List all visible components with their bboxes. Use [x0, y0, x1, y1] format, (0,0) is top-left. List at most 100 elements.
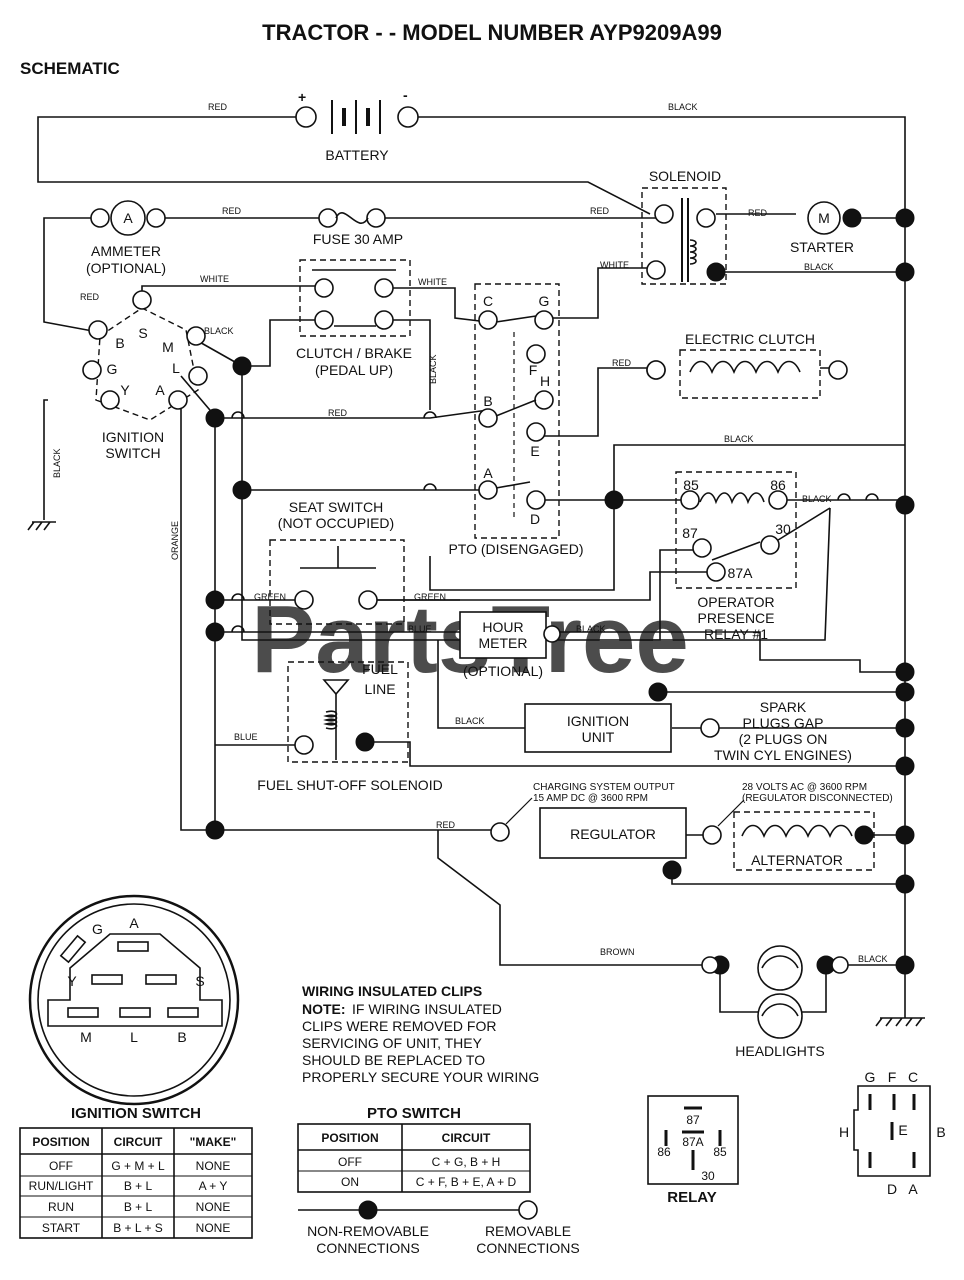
regulator-label: REGULATOR [570, 826, 656, 842]
starter-motor: M STARTER [790, 201, 862, 255]
face-letter-g: G [92, 921, 103, 937]
wire-crossovers [231, 360, 879, 633]
relay-label-1: OPERATOR [697, 594, 774, 610]
wire-labels: RED BLACK RED RED RED BLACK WHITE WHITE … [52, 102, 888, 964]
wire-label: RED [612, 358, 632, 368]
battery-plus: + [298, 89, 306, 105]
regulator: REGULATOR CHARGING SYSTEM OUTPUT 15 AMP … [490, 782, 893, 859]
relay-term-86: 86 [770, 477, 786, 493]
wire-label: WHITE [200, 274, 229, 284]
relay-term-87a: 87A [728, 565, 754, 581]
clips-line: SHOULD BE REPLACED TO [302, 1052, 485, 1068]
relay-pin: 30 [701, 1169, 715, 1183]
ignition-table-cell: A + Y [199, 1179, 228, 1193]
solenoid: SOLENOID [641, 168, 727, 285]
pto-face-letter: H [839, 1124, 849, 1140]
ignition-table-header: CIRCUIT [114, 1135, 163, 1149]
pto-table-header: POSITION [321, 1131, 378, 1145]
pto-face-letter: D [887, 1181, 897, 1197]
legend-non-removable: NON-REMOVABLE [307, 1223, 429, 1239]
ign-term-b: B [115, 335, 124, 351]
wire-label: BLACK [668, 102, 698, 112]
pto-term-a: A [483, 465, 493, 481]
ignition-table-cell: NONE [196, 1159, 231, 1173]
operator-presence-relay: 85 86 87 30 87A OPERATOR PRESENCE RELAY … [675, 471, 797, 642]
spark-label-3: (2 PLUGS ON [739, 731, 828, 747]
pto-term-e: E [530, 443, 539, 459]
ac-note-2: (REGULATOR DISCONNECTED) [742, 793, 893, 804]
ignition-unit-label-1: IGNITION [567, 713, 629, 729]
page-title: TRACTOR - - MODEL NUMBER AYP9209A99 [262, 20, 722, 45]
clips-line: IF WIRING INSULATED [352, 1001, 502, 1017]
pto-table-cell: C + F, B + E, A + D [416, 1175, 517, 1189]
ammeter-label: AMMETER [91, 243, 161, 259]
starter-symbol: M [818, 210, 830, 226]
relay-pin: 87 [686, 1113, 700, 1127]
wire-label: BLUE [408, 624, 432, 634]
pto-term-g: G [539, 293, 550, 309]
fuel-line-label-1: FUEL [362, 661, 398, 677]
ignition-table-cell: B + L [124, 1200, 153, 1214]
seat-switch-label: SEAT SWITCH [289, 499, 383, 515]
battery-label: BATTERY [325, 147, 389, 163]
ignition-table-cell: B + L + S [113, 1221, 163, 1235]
hour-meter-label-2: METER [479, 635, 528, 651]
clips-heading: WIRING INSULATED CLIPS [302, 983, 482, 999]
clutch-brake-switch: CLUTCH / BRAKE (PEDAL UP) [296, 259, 412, 378]
hour-meter-note: (OPTIONAL) [463, 663, 543, 679]
pto-switch-face: G F C H E B D A [839, 1069, 946, 1197]
ignition-table-cell: NONE [196, 1221, 231, 1235]
pto-term-d: D [530, 511, 540, 527]
ignition-switch-table: IGNITION SWITCH POSITION CIRCUIT "MAKE" … [19, 1105, 253, 1239]
ac-note-1: 28 VOLTS AC @ 3600 RPM [742, 782, 867, 793]
pto-term-f: F [529, 362, 538, 378]
relay-label-3: RELAY #1 [704, 626, 768, 642]
ammeter-note: (OPTIONAL) [86, 260, 166, 276]
spark-label-2: PLUGS GAP [743, 715, 824, 731]
fuel-shutoff-solenoid: FUEL LINE FUEL SHUT-OFF SOLENOID [257, 661, 442, 793]
pto-switch: C G F H B E A D PTO (DISENGAGED) [448, 283, 584, 557]
ignition-switch: S B M G Y A L IGNITION SWITCH [82, 290, 208, 461]
fuse-label: FUSE 30 AMP [313, 231, 403, 247]
fuse: FUSE 30 AMP [313, 208, 403, 247]
hour-meter: HOUR METER (OPTIONAL) [459, 611, 561, 679]
wire-label: GREEN [254, 592, 286, 602]
wire-label: RED [436, 820, 456, 830]
alternator: ALTERNATOR [733, 811, 875, 871]
clutch-brake-sub: (PEDAL UP) [315, 362, 393, 378]
legend-removable: REMOVABLE [485, 1223, 571, 1239]
face-letter-l: L [130, 1029, 138, 1045]
wire-label: WHITE [418, 277, 447, 287]
pto-label: PTO (DISENGAGED) [448, 541, 583, 557]
insulated-clips-note: WIRING INSULATED CLIPS NOTE: IF WIRING I… [302, 983, 539, 1085]
pto-face-letter: C [908, 1069, 918, 1085]
page-subtitle: SCHEMATIC [20, 59, 120, 78]
pto-table-cell: C + G, B + H [432, 1155, 501, 1169]
ignition-switch-label: IGNITION [102, 429, 164, 445]
face-letter-y: Y [67, 973, 77, 989]
wire-label: RED [590, 206, 610, 216]
headlights-label: HEADLIGHTS [735, 1043, 824, 1059]
wire-label: GREEN [414, 592, 446, 602]
ign-term-m: M [162, 339, 174, 355]
pto-table-title: PTO SWITCH [367, 1105, 461, 1122]
relay-pin: 86 [657, 1145, 671, 1159]
pto-switch-table: PTO SWITCH POSITION CIRCUIT OFF C + G, B… [297, 1105, 531, 1193]
ignition-table-cell: OFF [49, 1159, 73, 1173]
relay-term-87: 87 [682, 525, 698, 541]
ignition-table-title: IGNITION SWITCH [71, 1105, 201, 1122]
hour-meter-label-1: HOUR [482, 619, 523, 635]
ignition-table-cell: RUN/LIGHT [29, 1179, 94, 1193]
ign-term-g: G [107, 361, 118, 377]
ign-term-s: S [138, 325, 147, 341]
fuel-line-label-2: LINE [364, 681, 395, 697]
wire-label: ORANGE [170, 521, 180, 560]
pto-face-letter: B [936, 1124, 945, 1140]
ign-term-y: Y [120, 382, 130, 398]
spark-plug-note: SPARK PLUGS GAP (2 PLUGS ON TWIN CYL ENG… [714, 699, 852, 763]
ignition-table-cell: G + M + L [111, 1159, 165, 1173]
ignition-table-cell: RUN [48, 1200, 74, 1214]
seat-switch: SEAT SWITCH (NOT OCCUPIED) [269, 499, 405, 625]
relay-pin: 87A [682, 1135, 703, 1149]
